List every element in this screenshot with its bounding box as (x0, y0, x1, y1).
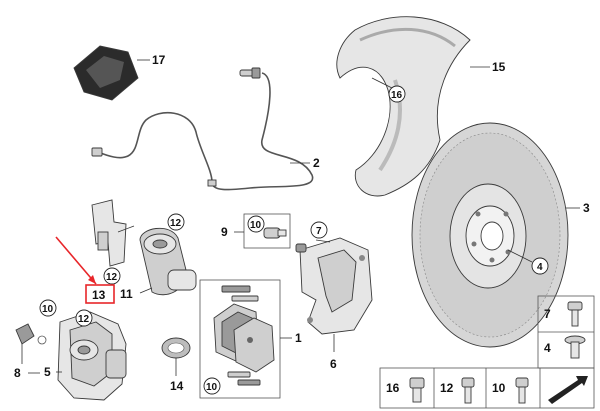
callout-12-bracket: 12 (106, 272, 118, 283)
callout-8: 8 (14, 366, 21, 380)
callout-10-guide: 10 (250, 220, 262, 231)
callout-11: 11 (120, 287, 133, 301)
part-15-dust-shield[interactable]: 15 16 (336, 16, 506, 197)
part-9-guide-bolt-set[interactable]: 10 9 (221, 213, 291, 249)
callout-2: 2 (313, 156, 320, 170)
legend-item-16[interactable]: 16 (386, 377, 425, 403)
legend-item-10[interactable]: 10 (492, 377, 529, 404)
callout-10-caliper: 10 (42, 304, 54, 315)
part-8-bleed-screw[interactable]: 8 (14, 323, 47, 380)
direction-arrow-icon (548, 376, 588, 404)
part-4-disc-screw[interactable]: 4 (507, 249, 549, 275)
part-1-brake-pads[interactable]: 1 10 (199, 279, 302, 399)
legend-label-4: 4 (544, 341, 551, 355)
callout-15: 15 (492, 60, 506, 74)
legend-item-12[interactable]: 12 (440, 377, 475, 404)
callout-3: 3 (583, 201, 590, 215)
callout-17: 17 (152, 53, 166, 67)
legend-item-7[interactable]: 7 (544, 301, 583, 327)
callout-13: 13 (92, 288, 106, 302)
part-2-wear-sensor[interactable]: 2 (91, 67, 320, 191)
legend-label-7: 7 (544, 307, 551, 321)
part-5-caliper-housing[interactable]: 10 12 5 (39, 299, 127, 401)
legend-label-10: 10 (492, 381, 506, 395)
legend-label-12: 12 (440, 381, 454, 395)
part-14-seal-ring[interactable]: 14 (161, 337, 191, 393)
legend-label-16: 16 (386, 381, 400, 395)
part-7-guide-sleeve[interactable]: 7 (295, 221, 331, 253)
part-11-actuator[interactable]: 12 11 (120, 213, 197, 301)
callout-5: 5 (44, 365, 51, 379)
callout-9: 9 (221, 225, 228, 239)
part-17-cover[interactable]: 17 (73, 45, 166, 101)
callout-4: 4 (537, 262, 543, 273)
callout-16-shield: 16 (391, 90, 403, 101)
part-6-caliper-carrier[interactable]: 6 (299, 237, 373, 371)
callout-10-pads: 10 (206, 382, 218, 393)
callout-14: 14 (170, 379, 184, 393)
callout-1: 1 (295, 331, 302, 345)
callout-12-actuator: 12 (170, 218, 182, 229)
callout-6: 6 (330, 357, 337, 371)
part-3-brake-disc[interactable]: 3 (411, 122, 590, 348)
callout-7-sleeve: 7 (316, 226, 322, 237)
legend-item-4[interactable]: 4 (544, 335, 586, 359)
part-13-bracket[interactable]: 12 13 (55, 199, 135, 304)
callout-12-caliper: 12 (78, 314, 90, 325)
screw-legend: 7 4 16 12 10 (379, 295, 595, 409)
